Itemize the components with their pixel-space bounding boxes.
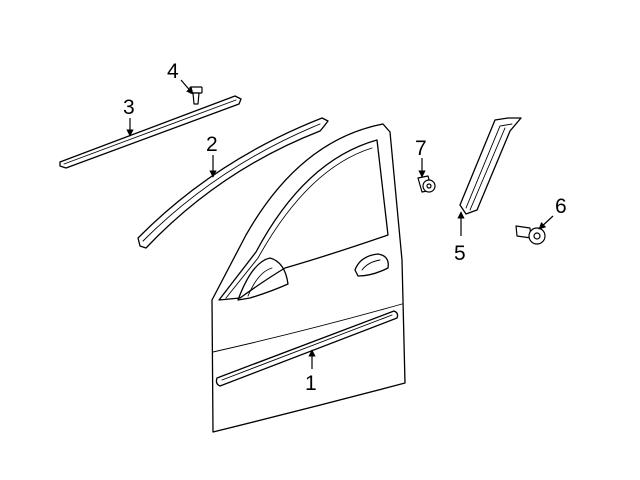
callout-7: 7 <box>415 137 427 160</box>
callout-labels: 1 2 3 4 5 6 7 <box>123 60 567 395</box>
callout-1: 1 <box>305 372 317 395</box>
leader-lines <box>126 79 554 369</box>
pillar-applique <box>459 117 522 215</box>
callout-5: 5 <box>454 242 466 265</box>
upper-frame-molding <box>137 117 329 249</box>
screw <box>515 225 546 245</box>
molding-clip <box>189 86 203 105</box>
nut <box>417 175 436 193</box>
callout-3: 3 <box>123 96 135 119</box>
callout-6: 6 <box>555 195 567 218</box>
belt-molding <box>59 95 242 169</box>
front-door <box>211 123 406 433</box>
callout-4: 4 <box>167 60 179 83</box>
callout-2: 2 <box>206 133 218 156</box>
door-molding <box>215 310 399 387</box>
